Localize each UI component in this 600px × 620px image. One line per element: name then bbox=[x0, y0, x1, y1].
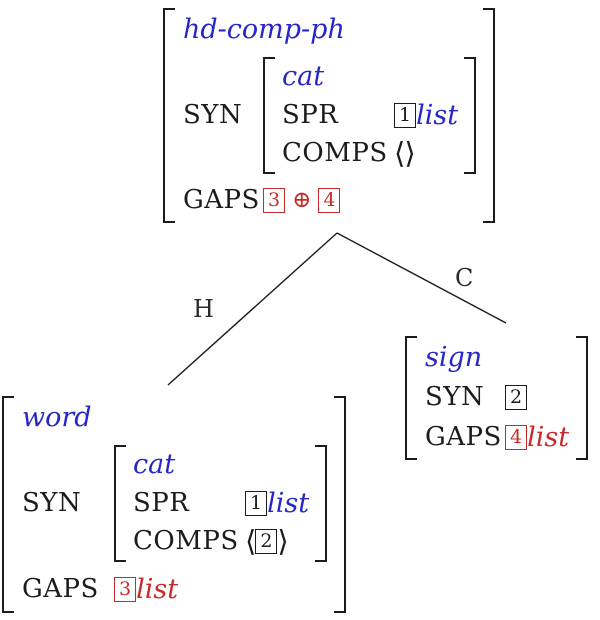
list-type: list bbox=[267, 488, 310, 520]
tag-box-2: 2 bbox=[255, 529, 278, 555]
avm-head-daughter: word SYN cat SPR 1 list bbox=[2, 396, 347, 614]
avm-comp-daughter-body: sign SYN 2 GAPS 4 list bbox=[417, 336, 576, 460]
right-bracket bbox=[483, 8, 496, 223]
right-bracket bbox=[576, 336, 589, 460]
comp-branch-label: C bbox=[455, 264, 474, 292]
avm-comp-daughter: sign SYN 2 GAPS 4 list bbox=[405, 336, 589, 460]
gaps-value: 3 list bbox=[114, 574, 178, 605]
feature-row-spr: SPR 1 list bbox=[133, 488, 309, 519]
tag-box-1: 1 bbox=[245, 491, 268, 517]
feature-row-gaps: GAPS 3 ⊕ 4 bbox=[183, 185, 341, 216]
tag-box-4: 4 bbox=[318, 187, 341, 213]
feature-row-gaps: GAPS 3 list bbox=[22, 574, 178, 605]
feature-label-comps: COMPS bbox=[133, 526, 239, 557]
feature-label-gaps: GAPS bbox=[425, 421, 502, 452]
empty-list-brackets: ⟨⟩ bbox=[394, 136, 416, 171]
feature-label-spr: SPR bbox=[282, 100, 339, 131]
gaps-value: 4 list bbox=[505, 422, 569, 453]
right-bracket bbox=[464, 57, 477, 175]
type-name: cat bbox=[282, 61, 325, 93]
branch-to-head-daughter bbox=[167, 232, 338, 386]
spr-value: 1 list bbox=[245, 488, 309, 519]
avm-syn-value: cat SPR 1 list COMPS ⟨ 2 bbox=[114, 445, 328, 563]
avm-syn-value-body: cat SPR 1 list COMPS ⟨⟩ bbox=[275, 57, 464, 174]
feature-row-comps: COMPS ⟨⟩ bbox=[282, 136, 416, 171]
feature-label-gaps: GAPS bbox=[22, 574, 99, 605]
feature-row-syn: SYN cat SPR 1 list COMPS bbox=[22, 445, 328, 563]
feature-label-comps: COMPS bbox=[282, 138, 388, 169]
avm-mother: hd-comp-ph SYN cat SPR 1 list bbox=[163, 8, 496, 223]
head-branch-label: H bbox=[193, 295, 214, 323]
tag-box-3: 3 bbox=[263, 187, 286, 213]
list-type: list bbox=[416, 100, 459, 132]
list-type: list bbox=[136, 574, 179, 606]
feature-label-gaps: GAPS bbox=[183, 185, 260, 216]
tag-box-4: 4 bbox=[505, 424, 528, 450]
feature-label-syn: SYN bbox=[22, 488, 82, 519]
feature-label-spr: SPR bbox=[133, 488, 190, 519]
list-type: list bbox=[527, 421, 570, 453]
branch-to-comp-daughter bbox=[336, 232, 507, 324]
syn-value: 2 bbox=[505, 384, 528, 410]
feature-label-syn: SYN bbox=[425, 382, 485, 413]
tag-box-3: 3 bbox=[114, 577, 137, 603]
avm-head-daughter-body: word SYN cat SPR 1 list bbox=[14, 396, 334, 613]
angle-bracket-close: ⟩ bbox=[277, 524, 288, 559]
type-name: hd-comp-ph bbox=[183, 14, 345, 45]
feature-row-syn: SYN 2 bbox=[425, 382, 528, 413]
left-bracket bbox=[405, 336, 417, 460]
feature-label-syn: SYN bbox=[183, 100, 243, 131]
avm-syn-value: cat SPR 1 list COMPS ⟨⟩ bbox=[263, 57, 477, 175]
right-bracket bbox=[334, 396, 347, 614]
oplus-operator-icon: ⊕ bbox=[292, 186, 312, 213]
avm-mother-body: hd-comp-ph SYN cat SPR 1 list bbox=[175, 8, 483, 223]
comps-value: ⟨ 2 ⟩ bbox=[245, 524, 289, 559]
feature-row-comps: COMPS ⟨ 2 ⟩ bbox=[133, 524, 289, 559]
angle-bracket-open: ⟨ bbox=[245, 524, 256, 559]
type-name: word bbox=[22, 402, 92, 433]
avm-syn-value-body: cat SPR 1 list COMPS ⟨ 2 bbox=[126, 445, 315, 562]
feature-row-syn: SYN cat SPR 1 list COMPS bbox=[183, 57, 477, 175]
right-bracket bbox=[315, 445, 328, 563]
left-bracket bbox=[114, 445, 126, 563]
feature-row-gaps: GAPS 4 list bbox=[425, 422, 569, 453]
spr-value: 1 list bbox=[394, 100, 458, 131]
tag-box-2: 2 bbox=[505, 384, 528, 410]
left-bracket bbox=[263, 57, 275, 175]
type-name: sign bbox=[425, 342, 483, 373]
gaps-value: 3 ⊕ 4 bbox=[263, 186, 341, 213]
feature-row-spr: SPR 1 list bbox=[282, 100, 458, 131]
tag-box-1: 1 bbox=[394, 103, 417, 129]
left-bracket bbox=[2, 396, 14, 614]
type-name: cat bbox=[133, 449, 176, 481]
left-bracket bbox=[163, 8, 175, 223]
